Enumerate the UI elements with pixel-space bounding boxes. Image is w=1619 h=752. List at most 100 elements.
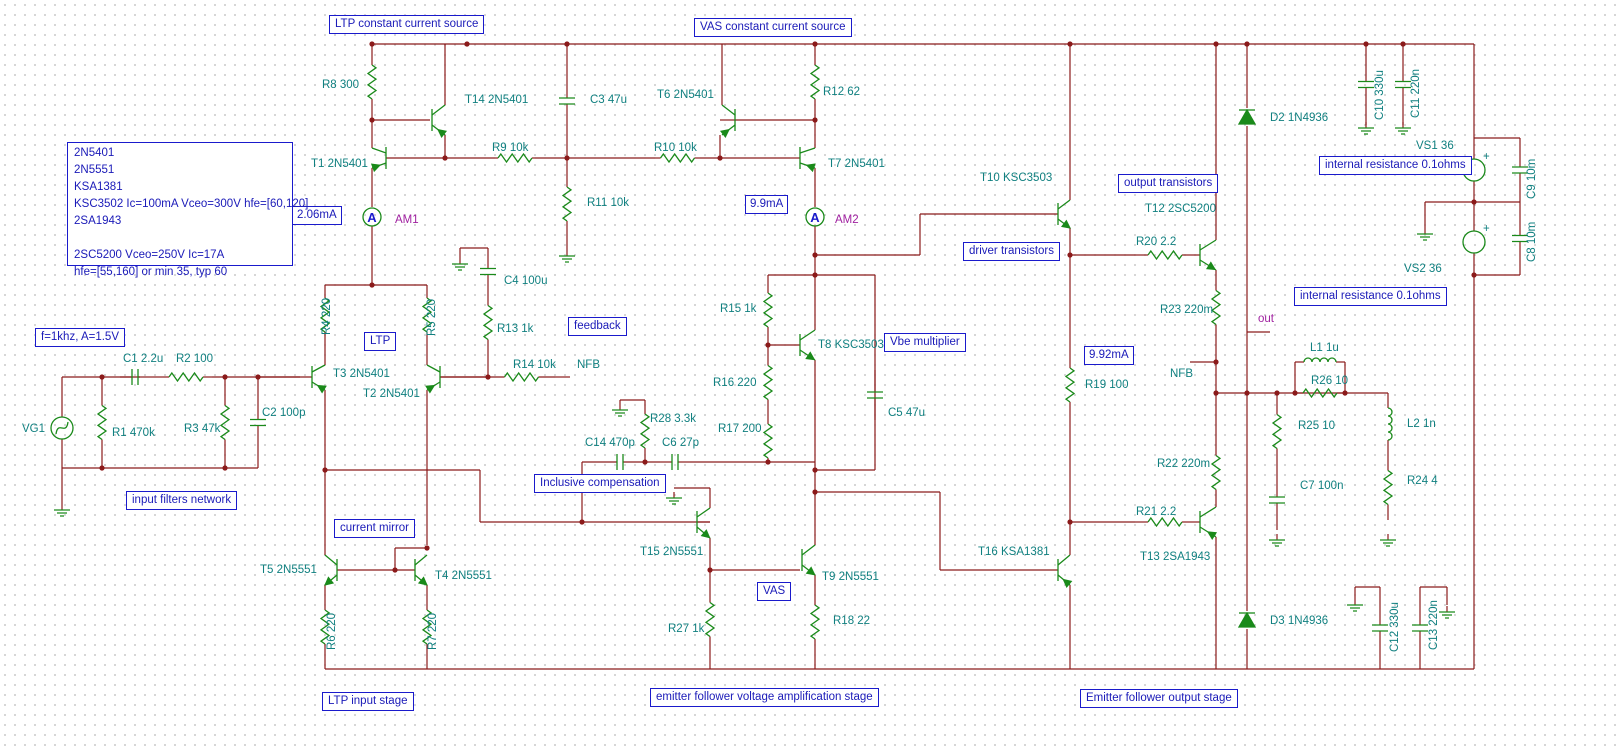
am2-reading: 9.9mA	[745, 195, 789, 214]
label-t15: T15 2N5551	[640, 546, 703, 558]
ground-symbol	[559, 255, 575, 263]
capacitor	[1372, 624, 1388, 632]
label-r22: R22 220m	[1157, 458, 1210, 470]
label-t12: T12 2SC5200	[1145, 203, 1216, 215]
resistor	[1064, 367, 1076, 403]
resistor	[421, 297, 433, 333]
junction-dot	[707, 567, 713, 573]
capacitor	[1358, 80, 1374, 89]
label-t10: T10 KSC3503	[980, 172, 1052, 184]
label-r24: R24 4	[1407, 475, 1438, 487]
junction-dot	[424, 545, 430, 551]
label-t7: T7 2N5401	[828, 158, 885, 170]
label-+: +	[1483, 151, 1490, 163]
ground-symbol	[1417, 233, 1433, 241]
junction-dot	[222, 465, 228, 471]
ltp-label: LTP	[364, 332, 397, 351]
capacitor	[1412, 624, 1428, 632]
junction-dot	[255, 374, 261, 380]
capacitor	[1269, 496, 1285, 504]
junction-dot	[99, 374, 105, 380]
resistor	[1147, 249, 1183, 261]
junction-dot	[369, 282, 375, 288]
vas-ccs-label: VAS constant current source	[694, 18, 852, 37]
junction-dot	[392, 567, 398, 573]
label-d2: D2 1N4936	[1270, 112, 1328, 124]
ground-symbol	[1395, 127, 1411, 135]
label-r28: R28 3.3k	[650, 413, 696, 425]
capacitor	[131, 369, 139, 385]
ltp-input-stage-label: LTP input stage	[322, 692, 414, 711]
junction-dot	[812, 272, 818, 278]
resistor	[1147, 516, 1183, 528]
transistor-arrow	[700, 529, 711, 539]
label-r6: R6 220	[326, 613, 338, 650]
resistor	[1382, 469, 1394, 506]
junction-dot	[1213, 390, 1219, 396]
label-r14: R14 10k	[513, 359, 556, 371]
label-t1: T1 2N5401	[311, 158, 368, 170]
label-c9: C9 10m	[1526, 159, 1538, 199]
info-line	[74, 230, 286, 247]
internal-resistance-label-1: internal resistance 0.1ohms	[1319, 156, 1472, 175]
junction-dot	[1400, 41, 1406, 47]
transistor-arrow	[370, 163, 382, 173]
resistor	[762, 423, 774, 459]
ammeter-glyph: A	[810, 210, 820, 225]
label-r3: R3 47k	[184, 423, 221, 435]
label-r19: R19 100	[1085, 379, 1128, 391]
label-c13: C13 220n	[1428, 600, 1440, 650]
label-nfb1: NFB	[577, 359, 600, 371]
resistor	[1271, 413, 1283, 450]
label-r17: R17 200	[718, 423, 761, 435]
info-line: 2N5551	[74, 164, 115, 176]
junction-dot	[99, 465, 105, 471]
capacitor	[559, 97, 575, 105]
feedback-label: feedback	[568, 317, 627, 336]
output-transistors-label: output transistors	[1118, 174, 1219, 193]
capacitor	[480, 267, 496, 276]
label-c5: C5 47u	[888, 407, 925, 419]
junction-dot	[564, 41, 570, 47]
resistor	[319, 609, 331, 645]
transistor-leads	[1199, 239, 1217, 271]
resistor	[503, 371, 540, 383]
transistor-arrow	[417, 576, 428, 586]
label-c7: C7 100n	[1300, 480, 1343, 492]
ground-symbol	[54, 509, 70, 517]
resistor	[639, 413, 651, 449]
transistor-arrow	[1060, 219, 1072, 229]
junction-dot	[485, 374, 491, 380]
label-t13: T13 2SA1943	[1140, 551, 1210, 563]
label-r10: R10 10k	[654, 142, 697, 154]
label-c10: C10 330u	[1374, 70, 1386, 120]
ammeter-glyph: A	[367, 210, 377, 225]
resistor	[561, 186, 573, 222]
label-l1: L1 1u	[1310, 342, 1339, 354]
label-c11: C11 220n	[1410, 69, 1422, 118]
resistor	[809, 604, 821, 640]
ground-symbol	[1358, 127, 1374, 135]
junction-dot	[1067, 252, 1073, 258]
resistor	[1302, 387, 1338, 399]
transistor-arrow	[316, 384, 327, 394]
label-d3: D3 1N4936	[1270, 615, 1328, 627]
info-line: 2SA1943	[74, 215, 122, 227]
inclusive-compensation-label: Inclusive compensation	[534, 474, 666, 493]
vas-label: VAS	[757, 582, 792, 601]
label-t6: T6 2N5401	[657, 89, 714, 101]
junction-dot	[717, 155, 723, 161]
label-r25: R25 10	[1298, 420, 1335, 432]
junction-dot	[1067, 41, 1073, 47]
label-r11: R11 10k	[587, 197, 629, 209]
resistor	[809, 64, 821, 100]
label-r15: R15 1k	[720, 303, 757, 315]
label-t8: T8 KSC3503	[818, 339, 884, 351]
label-r2: R2 100	[176, 353, 213, 365]
capacitor	[1512, 234, 1528, 243]
junction-dot	[812, 467, 818, 473]
ground-symbol	[612, 409, 628, 417]
label-vs2: VS2 36	[1404, 263, 1442, 275]
diode	[1237, 611, 1257, 628]
transistor-arrow	[805, 566, 816, 576]
